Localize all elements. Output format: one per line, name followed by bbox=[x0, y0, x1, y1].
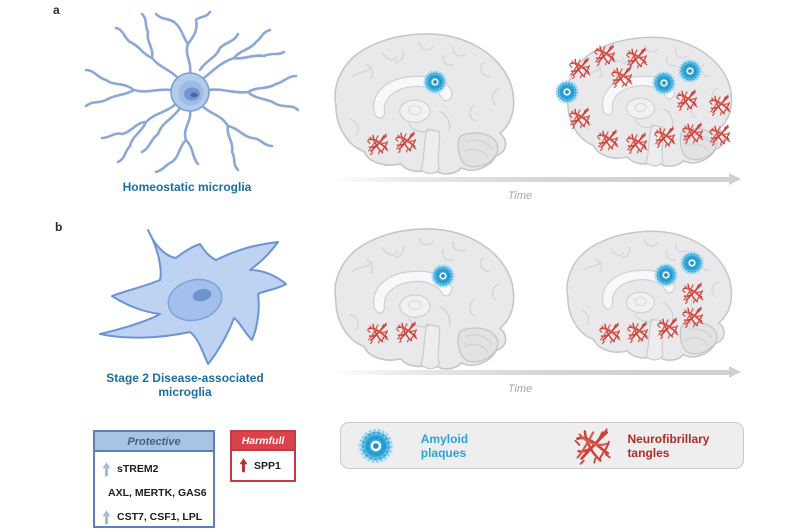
up-arrow-icon bbox=[102, 509, 111, 524]
protective-genes-box: Protective sTREM2 AXL, MERTK, GAS6 CST7,… bbox=[93, 430, 215, 528]
arrowhead bbox=[729, 173, 741, 185]
harmful-box-title: Harmfull bbox=[232, 432, 294, 451]
dam-microglia-illustration bbox=[99, 229, 287, 365]
up-arrow-icon bbox=[102, 461, 111, 476]
dam-microglia-label: Stage 2 Disease-associated microglia bbox=[106, 371, 264, 399]
gene-label: AXL, MERTK, GAS6 bbox=[108, 487, 207, 499]
gene-row-cst7-csf1-lpl: CST7, CSF1, LPL bbox=[95, 505, 213, 529]
gene-row-axl-mertk-gas6: AXL, MERTK, GAS6 bbox=[95, 481, 213, 505]
amyloid-plaque-icon bbox=[357, 426, 395, 465]
homeostatic-microglia-label: Homeostatic microglia bbox=[122, 180, 252, 194]
panel-a-early-brain bbox=[334, 33, 515, 175]
panel-a-time-label: Time bbox=[507, 190, 533, 202]
panel-b-late-brain bbox=[566, 230, 733, 362]
harmful-genes-box: Harmfull SPP1 bbox=[230, 430, 296, 482]
panel-b-time-arrow bbox=[330, 366, 741, 378]
protective-box-title: Protective bbox=[95, 432, 213, 452]
panel-a-letter: a bbox=[53, 3, 60, 17]
up-arrow-icon bbox=[239, 458, 248, 473]
panel-a-late-brain bbox=[566, 36, 733, 168]
gene-label: sTREM2 bbox=[117, 463, 159, 475]
gene-row-spp1: SPP1 bbox=[232, 451, 294, 480]
gene-row-strem2: sTREM2 bbox=[95, 457, 213, 481]
gene-label: CST7, CSF1, LPL bbox=[117, 511, 203, 523]
legend-item-neurofibrillary-tangles: Neurofibrillary tangles bbox=[574, 426, 743, 466]
panel-b-time-label: Time bbox=[507, 383, 533, 395]
arrowhead bbox=[729, 366, 741, 378]
neurofibrillary-tangle-icon bbox=[574, 427, 612, 465]
panel-b-letter: b bbox=[55, 220, 63, 234]
panel-a-time-arrow bbox=[330, 173, 741, 185]
gene-label: SPP1 bbox=[254, 459, 281, 472]
marker-legend-box: Amyloid plaques Neurofibrillary tangles bbox=[340, 422, 744, 469]
panel-b-early-brain bbox=[334, 228, 515, 370]
legend-item-amyloid-plaques: Amyloid plaques bbox=[357, 425, 507, 467]
amyloid-plaques-label: Amyloid plaques bbox=[420, 431, 469, 460]
neurofibrillary-tangles-label: Neurofibrillary tangles bbox=[627, 431, 710, 460]
homeostatic-microglia-illustration bbox=[84, 10, 300, 174]
